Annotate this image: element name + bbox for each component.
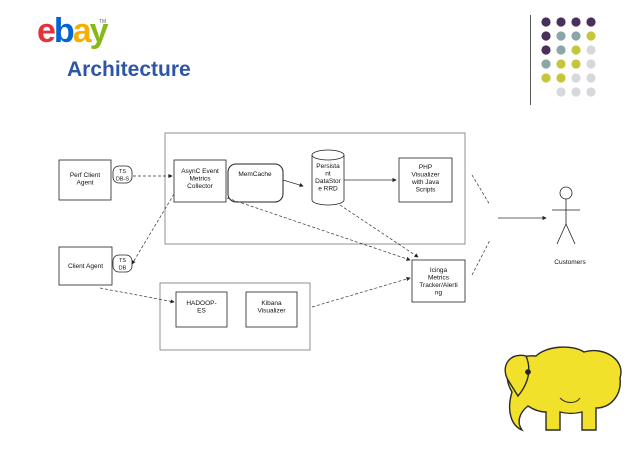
decor-divider [530, 15, 531, 105]
label-line: Perf Client [70, 172, 101, 179]
label-line: e RRD [318, 186, 338, 193]
logo-letter-y: y [89, 12, 109, 50]
decor-dot [556, 87, 566, 97]
decor-dot [586, 45, 596, 55]
decor-dot [586, 73, 596, 83]
hadoop-group-box [159, 282, 311, 351]
label-line: TS [119, 258, 126, 264]
connector-lines [99, 173, 547, 308]
decor-dot [556, 59, 566, 69]
collector-group-box [164, 132, 466, 245]
label-line: TS [119, 169, 126, 175]
decor-dot [556, 45, 566, 55]
label-line: DB [119, 266, 127, 272]
label-line: Metrics [190, 176, 212, 183]
memcache-label: MemCache [238, 171, 272, 178]
ebay-logo: ebay [37, 12, 109, 50]
decor-dot [571, 45, 581, 55]
label-line: Scripts [416, 187, 437, 194]
icinga-box [411, 259, 466, 303]
label-line: ES [197, 308, 206, 315]
decor-dot [541, 45, 551, 55]
label-line: PHP [419, 164, 432, 171]
decor-dot [586, 17, 596, 27]
decor-dot [541, 59, 551, 69]
perf-client-badge-label: TS DB-S [116, 169, 129, 183]
decor-dot [541, 17, 551, 27]
label-line: DB-S [116, 177, 129, 183]
label-line: with Java [411, 179, 439, 186]
label-line: Tracker/Alerti [419, 282, 457, 289]
trademark-mark: TM [99, 19, 107, 25]
hadoop-elephant-logo [504, 346, 622, 432]
datastore-cylinder [311, 149, 345, 206]
label-line: DataStor [315, 178, 341, 185]
customer-stick-figure [552, 186, 580, 245]
label-line: Persista [316, 163, 340, 170]
logo-letter-e: e [37, 12, 56, 50]
decor-dot [571, 59, 581, 69]
decor-dot [571, 87, 581, 97]
label-line: HADOOP- [186, 300, 216, 307]
client-agent-box [58, 246, 113, 286]
logo-letter-a: a [72, 12, 92, 50]
logo-letter-b: b [53, 12, 75, 50]
client-agent-label: Client Agent [68, 263, 103, 270]
label-line: Collector [187, 183, 213, 190]
label-line: Client Agent [68, 263, 103, 270]
decor-dot [571, 31, 581, 41]
perf-client-badge [112, 165, 133, 184]
async-collector-box [173, 159, 227, 203]
decor-dot [556, 31, 566, 41]
decor-dot [541, 31, 551, 41]
php-visualizer-box [398, 157, 453, 203]
label-line: AsynC Event [181, 168, 219, 175]
decor-dot [556, 17, 566, 27]
hadoop-label: HADOOP-ES [186, 300, 216, 315]
decor-dot [586, 59, 596, 69]
decor-dot [541, 73, 551, 83]
perf-client-agent-box [58, 159, 112, 201]
decor-dot [571, 73, 581, 83]
hadoop-box [175, 291, 228, 328]
label-line: Kibana [261, 300, 282, 307]
label-line: ng [435, 290, 443, 297]
memcache-box [227, 163, 284, 203]
page-title: Architecture [67, 58, 191, 81]
label-line: Icinga [430, 267, 448, 274]
customers-label: Customers [554, 259, 586, 266]
decor-dot [586, 31, 596, 41]
label-line: Metrics [428, 275, 450, 282]
decor-dot-grid [541, 17, 596, 97]
label-line: nt [325, 171, 331, 178]
kibana-box [245, 291, 298, 328]
decor-dot [556, 73, 566, 83]
decor-dot [571, 17, 581, 27]
label-line: MemCache [238, 171, 272, 178]
label-line: Agent [77, 180, 94, 187]
label-line: Visualizer [411, 172, 440, 179]
label-line: Visualizer [257, 308, 286, 315]
client-badge-label: TS DB [119, 258, 127, 272]
decor-dot [586, 87, 596, 97]
label-line: Customers [554, 259, 586, 266]
